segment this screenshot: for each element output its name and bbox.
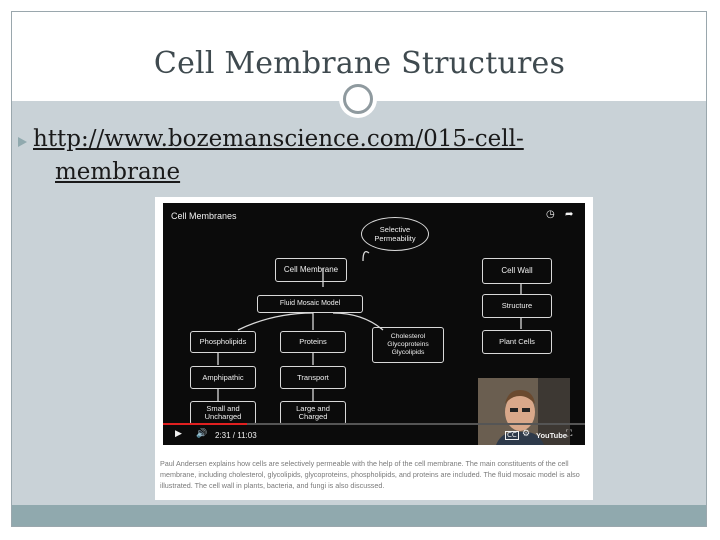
video-description: Paul Andersen explains how cells are sel… [160, 459, 580, 490]
footer-bar [12, 505, 707, 527]
play-icon[interactable]: ▶ [175, 429, 182, 439]
diagram-structure: Structure [482, 294, 552, 318]
clock-icon[interactable]: ◷ [546, 209, 555, 220]
progress-bar[interactable] [163, 423, 585, 425]
diagram-small-uncharged: Small and Uncharged [190, 401, 256, 425]
diagram-cell-wall: Cell Wall [482, 258, 552, 284]
diagram-amphipathic: Amphipathic [190, 366, 256, 389]
video-player[interactable]: Cell Membranes ◷ ➦ Selective Permeabilit… [163, 203, 585, 445]
cc-icon[interactable]: CC [505, 431, 519, 440]
diagram-transport: Transport [280, 366, 346, 389]
diagram-fluid-mosaic-model: Fluid Mosaic Model [257, 295, 363, 313]
diagram-plant-cells: Plant Cells [482, 330, 552, 354]
video-time: 2:31 / 11:03 [215, 431, 257, 440]
fullscreen-icon[interactable]: ⛶ [566, 429, 573, 439]
slide-title: Cell Membrane Structures [153, 46, 566, 81]
divider-circle-ring [343, 84, 373, 114]
volume-icon[interactable]: 🔊 [196, 429, 208, 439]
diagram-selective-permeability: Selective Permeability [361, 217, 429, 251]
share-icon[interactable]: ➦ [565, 209, 574, 220]
gear-icon[interactable]: ⚙ [522, 429, 531, 439]
presenter-image [478, 378, 570, 445]
diagram-proteins: Proteins [280, 331, 346, 353]
bullet-icon [18, 137, 27, 147]
presenter-webcam [478, 378, 570, 445]
video-title: Cell Membranes [171, 211, 237, 221]
bullet-link-line2[interactable]: membrane [55, 159, 181, 185]
youtube-logo[interactable]: YouTube [536, 431, 567, 440]
diagram-phospholipids: Phospholipids [190, 331, 256, 353]
diagram-cell-membrane: Cell Membrane [275, 258, 347, 282]
diagram-large-charged: Large and Charged [280, 401, 346, 425]
bullet-link-line1[interactable]: http://www.bozemanscience.com/015-cell- [33, 126, 524, 152]
diagram-cholesterol: Cholesterol Glycoproteins Glycolipids [372, 327, 444, 363]
progress-fill [163, 423, 247, 425]
slide-frame [11, 11, 707, 527]
